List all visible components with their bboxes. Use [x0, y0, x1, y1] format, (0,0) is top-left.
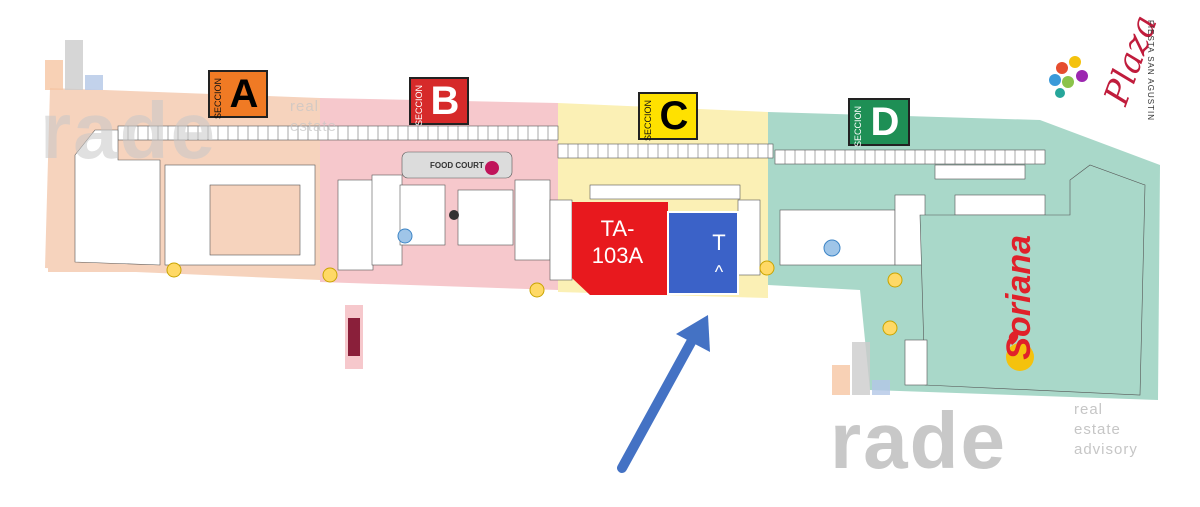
plaza-logo-subtext: FIESTA SAN AGUSTIN	[1146, 20, 1155, 121]
rade-watermark-mark	[45, 40, 890, 395]
plaza-logo-mark	[1049, 56, 1088, 98]
restroom-icon	[882, 320, 898, 336]
unit-t[interactable]	[667, 211, 739, 295]
section-b-letter: B	[430, 79, 460, 123]
unit-ta-103a-label: TA- 103A	[591, 216, 644, 268]
unit-ta-103a[interactable]	[572, 202, 668, 295]
unit-t-sublabel: ^	[714, 262, 724, 282]
elevator-icon	[823, 239, 841, 257]
section-c-tag: SECCION C	[638, 92, 698, 142]
food-icon	[485, 161, 499, 175]
anchor-store-label: Soriana	[1000, 235, 1038, 360]
restroom-icon	[322, 267, 338, 283]
section-b-caption: SECCION	[414, 85, 424, 127]
service-markers	[166, 161, 903, 336]
section-a-tag: SECCION A	[208, 70, 268, 119]
rade-logo-brand: rade	[830, 396, 1007, 485]
zone-a-blocks	[48, 129, 318, 272]
section-a-letter: A	[229, 72, 259, 116]
restroom-icon	[166, 262, 182, 278]
food-court-label: FOOD COURT	[430, 161, 484, 170]
rade-logo-tagline: real estate advisory	[1074, 401, 1138, 458]
rade-watermark-tagline: real estate	[290, 98, 337, 135]
rade-watermark-brand: rade	[40, 86, 217, 175]
section-c-caption: SECCION	[643, 100, 653, 142]
elevator-icon	[397, 228, 413, 244]
atm-icon	[449, 210, 459, 220]
section-d-letter: D	[870, 100, 900, 144]
soriana-logo-mark	[1006, 330, 1034, 371]
store-dividers	[127, 126, 1036, 164]
section-d-tag: SECCION D	[848, 98, 910, 148]
zone-b-blocks	[337, 151, 551, 271]
section-d-caption: SECCION	[853, 106, 863, 148]
zone-d-blocks	[779, 164, 1146, 396]
restroom-icon	[887, 272, 903, 288]
pointer-arrow	[617, 315, 710, 473]
section-c-letter: C	[659, 94, 689, 138]
restroom-icon	[529, 282, 545, 298]
kiosk-sign	[348, 318, 360, 356]
section-b-tag: SECCION B	[409, 77, 469, 127]
unit-t-label: T	[712, 230, 726, 255]
restroom-icon	[759, 260, 775, 276]
zone-c-blocks	[549, 184, 761, 281]
